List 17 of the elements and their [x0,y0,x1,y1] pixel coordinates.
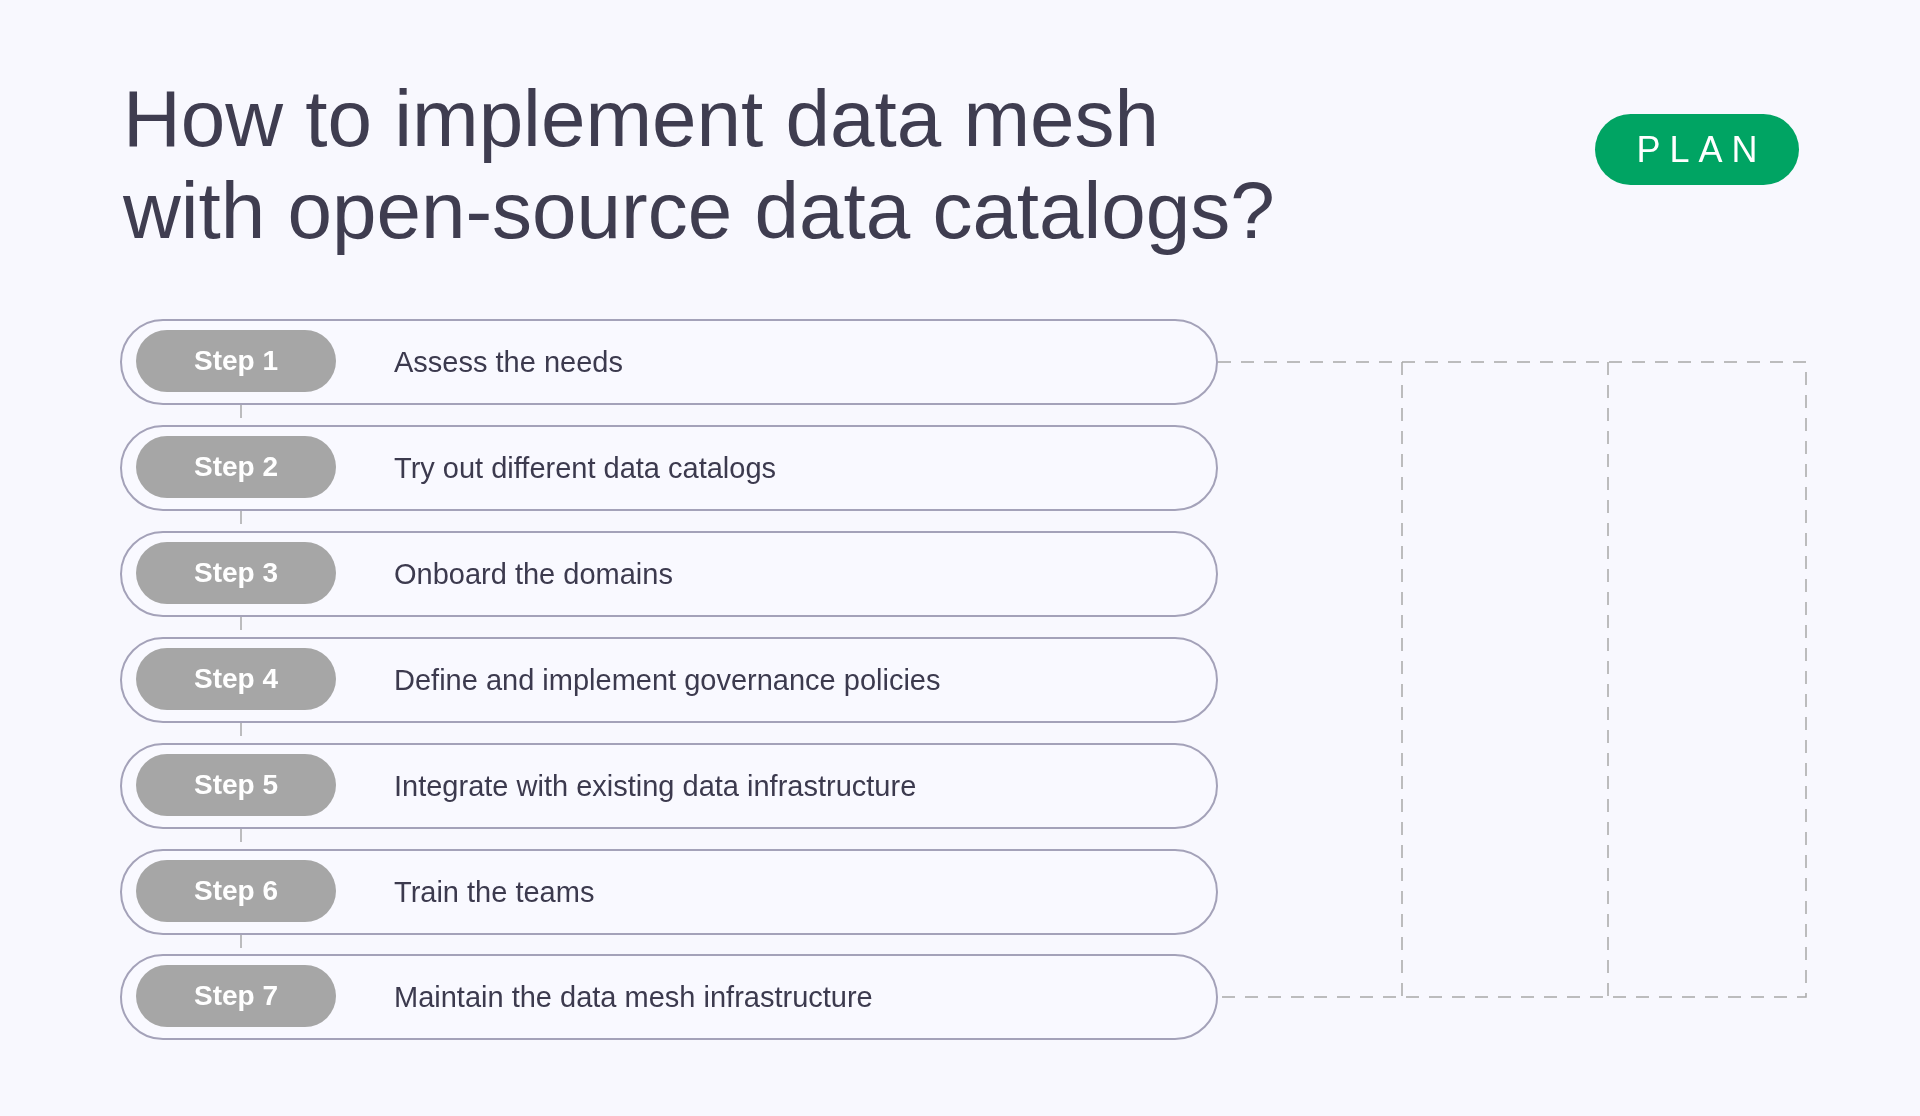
step-number-pill: Step 7 [136,965,336,1027]
step-description: Train the teams [394,874,595,910]
step-number-pill: Step 6 [136,860,336,922]
title: How to implement data mesh with open-source data catalogs? [123,73,1276,257]
step-number-pill: Step 3 [136,542,336,604]
step-description: Onboard the domains [394,556,673,592]
step-description: Try out different data catalogs [394,450,777,486]
step-number-pill: Step 1 [136,330,336,392]
step-description: Define and implement governance policies [394,662,941,698]
step-description: Integrate with existing data infrastructure [394,768,917,804]
phase-badge: PLAN [1595,114,1799,185]
step-description: Assess the needs [394,344,623,380]
dashed-connector [1217,361,1807,998]
step-number-pill: Step 4 [136,648,336,710]
step-number-pill: Step 5 [136,754,336,816]
step-number-pill: Step 2 [136,436,336,498]
step-description: Maintain the data mesh infrastructure [394,979,873,1015]
